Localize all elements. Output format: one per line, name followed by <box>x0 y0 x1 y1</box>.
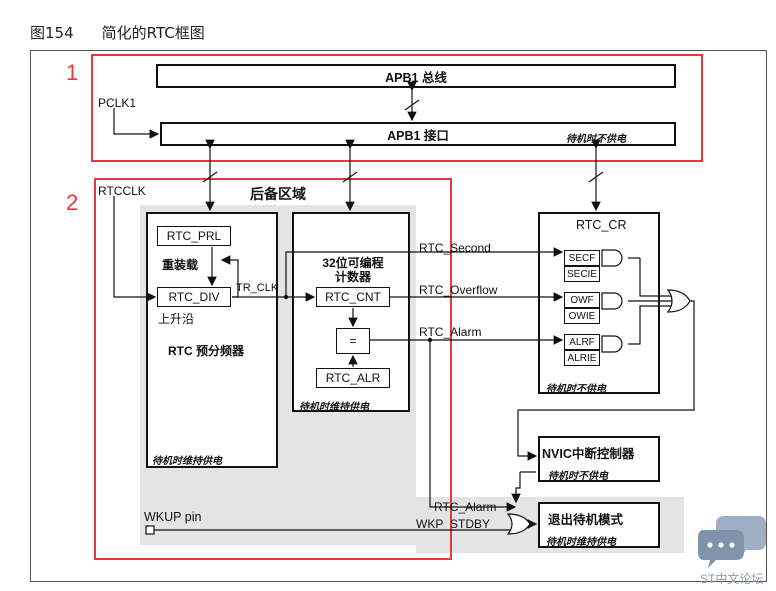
watermark: ST中文论坛 <box>696 512 770 588</box>
backup-domain-label: 后备区域 <box>250 186 306 202</box>
figure-number: 图154 <box>30 24 74 42</box>
interrupt-wire <box>517 300 695 461</box>
overflow-and-gate <box>601 292 623 310</box>
chat-bubbles-icon <box>698 516 766 568</box>
rtc-prl-register: RTC_PRL <box>157 226 231 246</box>
alrie-bit: ALRIE <box>564 350 600 366</box>
rtc-cnt-register: RTC_CNT <box>316 287 390 307</box>
owf-bit: OWF <box>564 292 600 308</box>
secie-bit: SECIE <box>564 266 600 282</box>
rtc-alarm-label: RTC_Alarm <box>419 325 482 339</box>
rtcclk-wire <box>113 196 157 302</box>
nvic-label: NVIC中断控制器 <box>542 447 635 461</box>
rtc-cr-note: 待机时不供电 <box>546 384 606 395</box>
rtc-second-wire <box>285 247 564 297</box>
rising-edge-label: 上升沿 <box>158 312 195 326</box>
pclk1-wire <box>113 108 160 139</box>
reload-label: 重装载 <box>162 258 199 272</box>
wkp-stdby-label: WKP_STDBY <box>416 517 491 531</box>
pclk1-label: PCLK1 <box>98 96 137 110</box>
comparator-block: = <box>336 328 370 354</box>
wkup-pin-label: WKUP pin <box>144 510 202 524</box>
rtc-alr-label: RTC_ALR <box>325 371 381 385</box>
standby-or-gate <box>506 513 531 535</box>
alarm-and-gate <box>601 335 623 353</box>
wkup-pin-terminal <box>145 525 155 535</box>
diagram-frame <box>30 50 767 582</box>
interrupt-or-gate <box>666 289 691 313</box>
region-2-number: 2 <box>66 190 79 215</box>
rtc-cr-label: RTC_CR <box>576 218 627 232</box>
rtc-div-label: RTC_DIV <box>168 290 220 304</box>
rtcclk-label: RTCCLK <box>98 184 146 198</box>
nvic-note: 待机时不供电 <box>548 471 608 482</box>
exit-standby-block <box>538 502 660 548</box>
region-1-number: 1 <box>66 60 79 85</box>
nvic-block <box>538 436 660 482</box>
prescaler-note: 待机时维持供电 <box>152 456 222 467</box>
rtc-cnt-label: RTC_CNT <box>325 290 381 304</box>
watermark-text: ST中文论坛 <box>700 572 764 586</box>
rtc-alr-register: RTC_ALR <box>316 368 390 388</box>
secf-bit: SECF <box>564 250 600 266</box>
rtc-div-register: RTC_DIV <box>157 287 231 307</box>
comparator-label: = <box>349 334 357 348</box>
region-2-highlight <box>94 178 452 560</box>
apb1-bus-label: APB1 总线 <box>385 70 447 85</box>
counter-title-line1: 32位可编程 <box>322 256 384 270</box>
rtc-prl-label: RTC_PRL <box>166 229 222 243</box>
counter-title: 32位可编程 计数器 <box>300 256 406 284</box>
second-and-gate <box>601 249 623 267</box>
rtc-alarm-standby-wire <box>429 340 517 512</box>
apb1-interface-note: 待机时不供电 <box>566 134 626 145</box>
rtc-overflow-label: RTC_Overflow <box>419 283 498 297</box>
reload-loop-wire <box>220 255 239 298</box>
tr-clk-label: TR_CLK <box>236 282 279 294</box>
prescaler-title: RTC 预分频器 <box>168 344 244 358</box>
owie-bit: OWIE <box>564 308 600 324</box>
counter-note: 待机时维持供电 <box>299 402 369 413</box>
apb1-interface-label: APB1 接口 <box>387 128 449 143</box>
exit-standby-note: 待机时维持供电 <box>546 537 616 548</box>
figure-caption: 图154 简化的RTC框图 <box>30 22 205 43</box>
figure-title: 简化的RTC框图 <box>101 24 205 42</box>
counter-title-line2: 计数器 <box>334 270 371 284</box>
apb1-interface-block: APB1 接口 <box>160 122 676 146</box>
alrf-bit: ALRF <box>564 334 600 350</box>
exit-standby-label: 退出待机模式 <box>548 513 624 527</box>
region-1-highlight <box>91 54 703 162</box>
